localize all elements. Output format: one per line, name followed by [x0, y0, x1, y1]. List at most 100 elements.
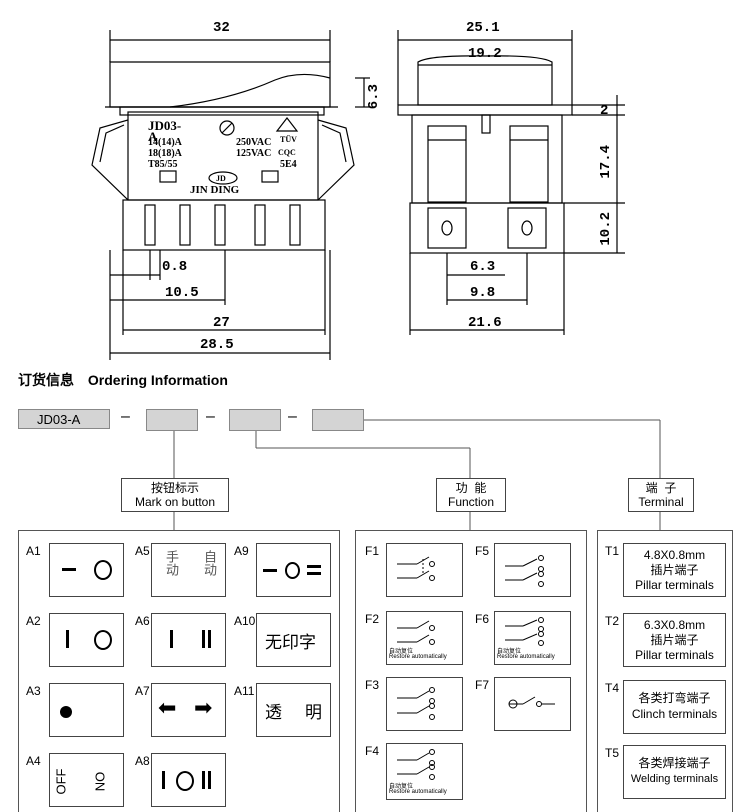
no-print-text: 无印字 [265, 633, 316, 652]
mark-a10[interactable]: 无印字 [256, 613, 331, 667]
terminal-t2[interactable]: 6.3X0.8mm 插片端子 Pillar terminals [623, 613, 726, 667]
term-en: Welding terminals [630, 773, 719, 785]
terminal-slot[interactable] [312, 409, 364, 431]
dim-body: 27 [213, 315, 230, 331]
mark-a6[interactable] [151, 613, 226, 667]
mark-a11[interactable]: 透 明 [256, 683, 331, 737]
circuit-icon [505, 555, 544, 587]
mark-a3[interactable] [49, 683, 124, 737]
mark-code-a3: A3 [26, 684, 41, 698]
mark-a2[interactable] [49, 613, 124, 667]
double-bar-icon-2 [208, 630, 211, 648]
mark-code-a10: A10 [234, 614, 256, 628]
group-mark-cn: 按钮标示 [150, 481, 199, 495]
circuit-icon [397, 749, 435, 780]
group-mark-en: Mark on button [134, 495, 216, 509]
dim-r-inner: 19.2 [468, 46, 502, 62]
label-model: JD03-A [148, 118, 182, 144]
double-bar-icon [202, 771, 205, 789]
circle-icon [94, 560, 112, 580]
mark-slot[interactable] [146, 409, 198, 431]
model-box: JD03-A [18, 409, 110, 429]
term-en: Clinch terminals [631, 707, 718, 721]
function-f5[interactable] [494, 543, 571, 597]
model-code: JD03-A [37, 412, 81, 427]
terminal-t1[interactable]: 4.8X0.8mm 插片端子 Pillar terminals [623, 543, 726, 597]
dim-pin-pitch: 10.5 [165, 285, 199, 301]
function-panel [355, 530, 587, 812]
circuit-icon [397, 556, 435, 581]
function-f4[interactable]: 自动复位 Restore automatically [386, 743, 463, 800]
label-rating2: 18(18)A [148, 148, 182, 159]
terminal-t5[interactable]: 各类焊接端子 Welding terminals [623, 745, 726, 799]
function-f3[interactable] [386, 677, 463, 731]
func-code-f3: F3 [365, 678, 380, 692]
mark-a8[interactable] [151, 753, 226, 807]
func-code-f6: F6 [475, 612, 490, 626]
label-temp: T85/55 [148, 159, 178, 170]
group-terminal-label: 端 子 Terminal [628, 478, 694, 512]
function-slot[interactable] [229, 409, 281, 431]
term-cn: 各类焊接端子 [638, 756, 711, 770]
term-code-t5: T5 [605, 746, 620, 760]
group-function-en: Function [447, 495, 495, 509]
mark-code-a6: A6 [135, 614, 150, 628]
terminal-t4[interactable]: 各类打弯端子 Clinch terminals [623, 680, 726, 734]
equals-icon [307, 565, 321, 568]
function-f1[interactable] [386, 543, 463, 597]
function-f6[interactable]: 自动复位 Restore automatically [494, 611, 571, 665]
mark-a5[interactable]: 手动 自动 [151, 543, 226, 597]
circuit-icon [505, 617, 544, 646]
mark-a9[interactable] [256, 543, 331, 597]
group-function-label: 功 能 Function [436, 478, 506, 512]
label-rating1: 14(14)A [148, 137, 182, 148]
function-f7[interactable] [494, 677, 571, 731]
label-logo: JD [216, 174, 226, 183]
term-cn: 各类打弯端子 [638, 691, 711, 705]
term-code-t1: T1 [605, 544, 620, 558]
mark-a7[interactable]: ⬅ ➡ [151, 683, 226, 737]
bar-icon [66, 630, 69, 648]
term-cn: 插片端子 [650, 633, 699, 647]
mark-a1[interactable] [49, 543, 124, 597]
mark-code-a8: A8 [135, 754, 150, 768]
ordering-title-cn: 订货信息 [18, 372, 74, 388]
circle-icon [176, 771, 194, 791]
mark-code-a9: A9 [234, 544, 249, 558]
mark-code-a1: A1 [26, 544, 41, 558]
label-v2: 125VAC [236, 148, 272, 159]
double-bar-icon-2 [208, 771, 211, 789]
bar-icon [162, 771, 165, 789]
double-bar-icon [202, 630, 205, 648]
dot-icon [60, 706, 72, 718]
circuit-icon [397, 687, 435, 720]
term-size: 4.8X0.8mm [643, 548, 706, 562]
mark-a4[interactable]: OFF ON [49, 753, 124, 807]
dim-r-overall: 21.6 [468, 315, 502, 331]
term-code-t2: T2 [605, 614, 620, 628]
func-code-f4: F4 [365, 744, 380, 758]
terminal-panel [597, 530, 733, 812]
dim-r-width-top: 25.1 [466, 20, 500, 36]
mark-code-a2: A2 [26, 614, 41, 628]
label-cqc: CQC [278, 148, 296, 157]
restore-en: Restore automatically [389, 789, 447, 795]
dash-icon [263, 569, 277, 572]
func-code-f1: F1 [365, 544, 380, 558]
dim-width-top: 32 [213, 20, 230, 36]
restore-cn: 自动复位 [389, 649, 414, 655]
term-size: 6.3X0.8mm [643, 618, 706, 632]
mark-panel [18, 530, 340, 812]
dash-3: – [288, 408, 297, 425]
mark-code-a4: A4 [26, 754, 41, 768]
transparent-text-1: 透 [265, 703, 282, 722]
restore-en: Restore automatically [497, 654, 555, 660]
restore-en: Restore automatically [389, 654, 447, 660]
arrow-left-icon: ⬅ [158, 696, 177, 721]
dash-icon [62, 568, 76, 571]
func-code-f2: F2 [365, 612, 380, 626]
arrow-right-icon: ➡ [194, 696, 213, 721]
func-code-f7: F7 [475, 678, 490, 692]
mark-code-a5: A5 [135, 544, 150, 558]
function-f2[interactable]: 自动复位 Restore automatically [386, 611, 463, 665]
